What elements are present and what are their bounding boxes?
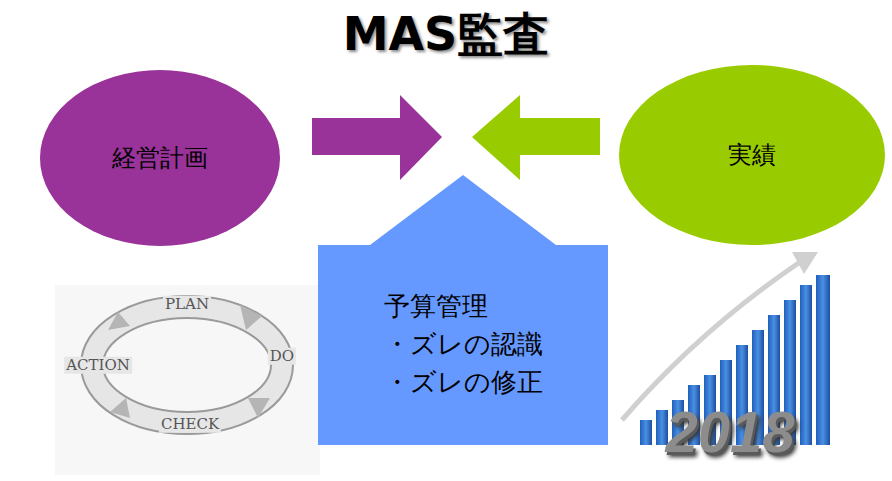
cycle-step-label: ACTION [64, 357, 132, 374]
node-text: 実績 [728, 138, 776, 173]
plan-arrow [312, 95, 442, 180]
text-group: 予算管理・ズレの認識・ズレの修正 [384, 288, 543, 401]
block-arrow-box: 予算管理・ズレの認識・ズレの修正 [318, 175, 608, 445]
result-arrow [472, 95, 600, 180]
ellipse-node: 経営計画 [40, 70, 280, 246]
cycle-step-label: CHECK [159, 416, 221, 433]
node-outline [318, 175, 608, 445]
title: MAS監査 [0, 4, 892, 66]
ellipse-node: 実績 [619, 65, 885, 245]
text-group: 経営計画 [112, 141, 208, 176]
node-text: ・ズレの認識 [384, 326, 543, 364]
year-label: 2018 [665, 403, 794, 461]
node-outline [619, 65, 885, 245]
cycle-step-label: PLAN [163, 296, 211, 313]
node-outline [40, 70, 280, 246]
node-text: ・ズレの修正 [384, 364, 543, 402]
pdca-cycle [55, 285, 320, 475]
node-text: 経営計画 [112, 141, 208, 176]
cycle-step-label: DO [268, 348, 296, 365]
node-text: 予算管理 [384, 288, 543, 326]
text-group: 実績 [728, 138, 776, 173]
